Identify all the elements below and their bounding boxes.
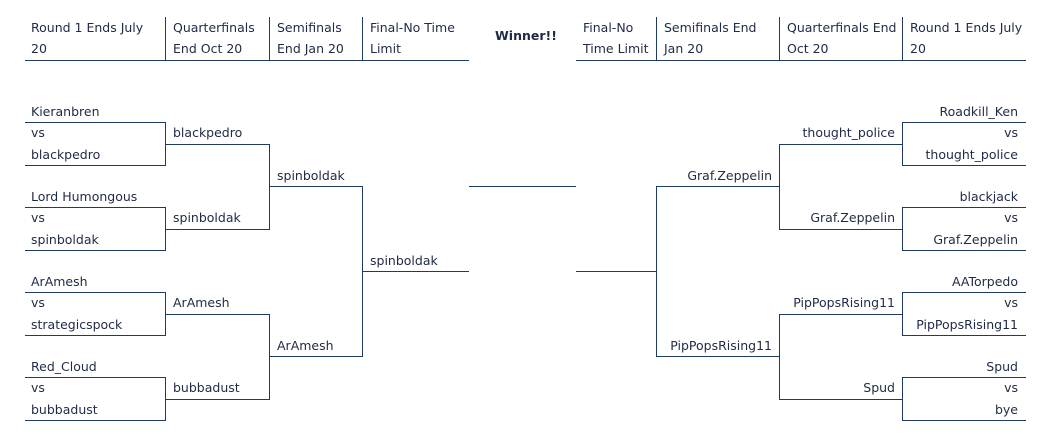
header-right-quarterfinals: Quarterfinals End Oct 20 [787,20,897,56]
right-qf-4: Spud [863,380,895,395]
right-sf-1: Graf.Zeppelin [687,168,772,183]
left-final: spinboldak [370,253,438,268]
header-right-semifinals: Semifinals End Jan 20 [664,20,757,56]
left-r1-match1-bottom: blackpedro [31,147,101,162]
header-winner: Winner!! [495,28,557,43]
right-r1-match3-top: AATorpedo [952,274,1018,289]
left-r1-match4-top: Red_Cloud [31,359,97,374]
left-qf-4: bubbadust [173,380,240,395]
right-r1-match3-bottom: PipPopsRising11 [916,317,1018,332]
right-r1-match1-vs: vs [1004,125,1018,140]
right-sf-2: PipPopsRising11 [670,338,772,353]
left-qf-2: spinboldak [173,210,241,225]
right-r1-match3-vs: vs [1004,295,1018,310]
left-qf-1: blackpedro [173,125,243,140]
right-qf-1: thought_police [802,125,896,140]
right-qf-2: Graf.Zeppelin [810,210,895,225]
header-left-round1: Round 1 Ends July 20 [31,20,144,56]
left-r1-match4-bottom: bubbadust [31,402,98,417]
left-r1-match3-bottom: strategicspock [31,317,123,332]
left-r1-match4-vs: vs [31,380,45,395]
header-right-final: Final-No Time Limit [583,20,649,56]
left-r1-match1-vs: vs [31,125,45,140]
right-r1-match1-top: Roadkill_Ken [939,104,1018,119]
right-r1-match2-bottom: Graf.Zeppelin [933,232,1018,247]
header-left-final: Final-No Time Limit [370,20,455,56]
right-final [580,250,650,271]
left-r1-match2-top: Lord Humongous [31,189,138,204]
right-r1-match4-bottom: bye [994,402,1018,417]
left-sf-1: spinboldak [277,168,345,183]
left-r1-match2-bottom: spinboldak [31,232,99,247]
left-sf-2: ArAmesh [277,338,334,353]
right-r1-match2-top: blackjack [959,189,1018,204]
header-left-semifinals: Semifinals End Jan 20 [277,20,344,56]
left-r1-match3-top: ArAmesh [31,274,88,289]
right-r1-match4-top: Spud [986,359,1018,374]
left-r1-match1-top: Kieranbren [31,104,100,119]
header-right-round1: Round 1 Ends July 20 [910,20,1023,56]
right-r1-match2-vs: vs [1004,210,1018,225]
left-qf-3: ArAmesh [173,295,230,310]
left-r1-match2-vs: vs [31,210,45,225]
right-r1-match4-vs: vs [1004,380,1018,395]
right-qf-3: PipPopsRising11 [793,295,895,310]
left-r1-match3-vs: vs [31,295,45,310]
right-r1-match1-bottom: thought_police [925,147,1019,162]
header-left-quarterfinals: Quarterfinals End Oct 20 [173,20,255,56]
